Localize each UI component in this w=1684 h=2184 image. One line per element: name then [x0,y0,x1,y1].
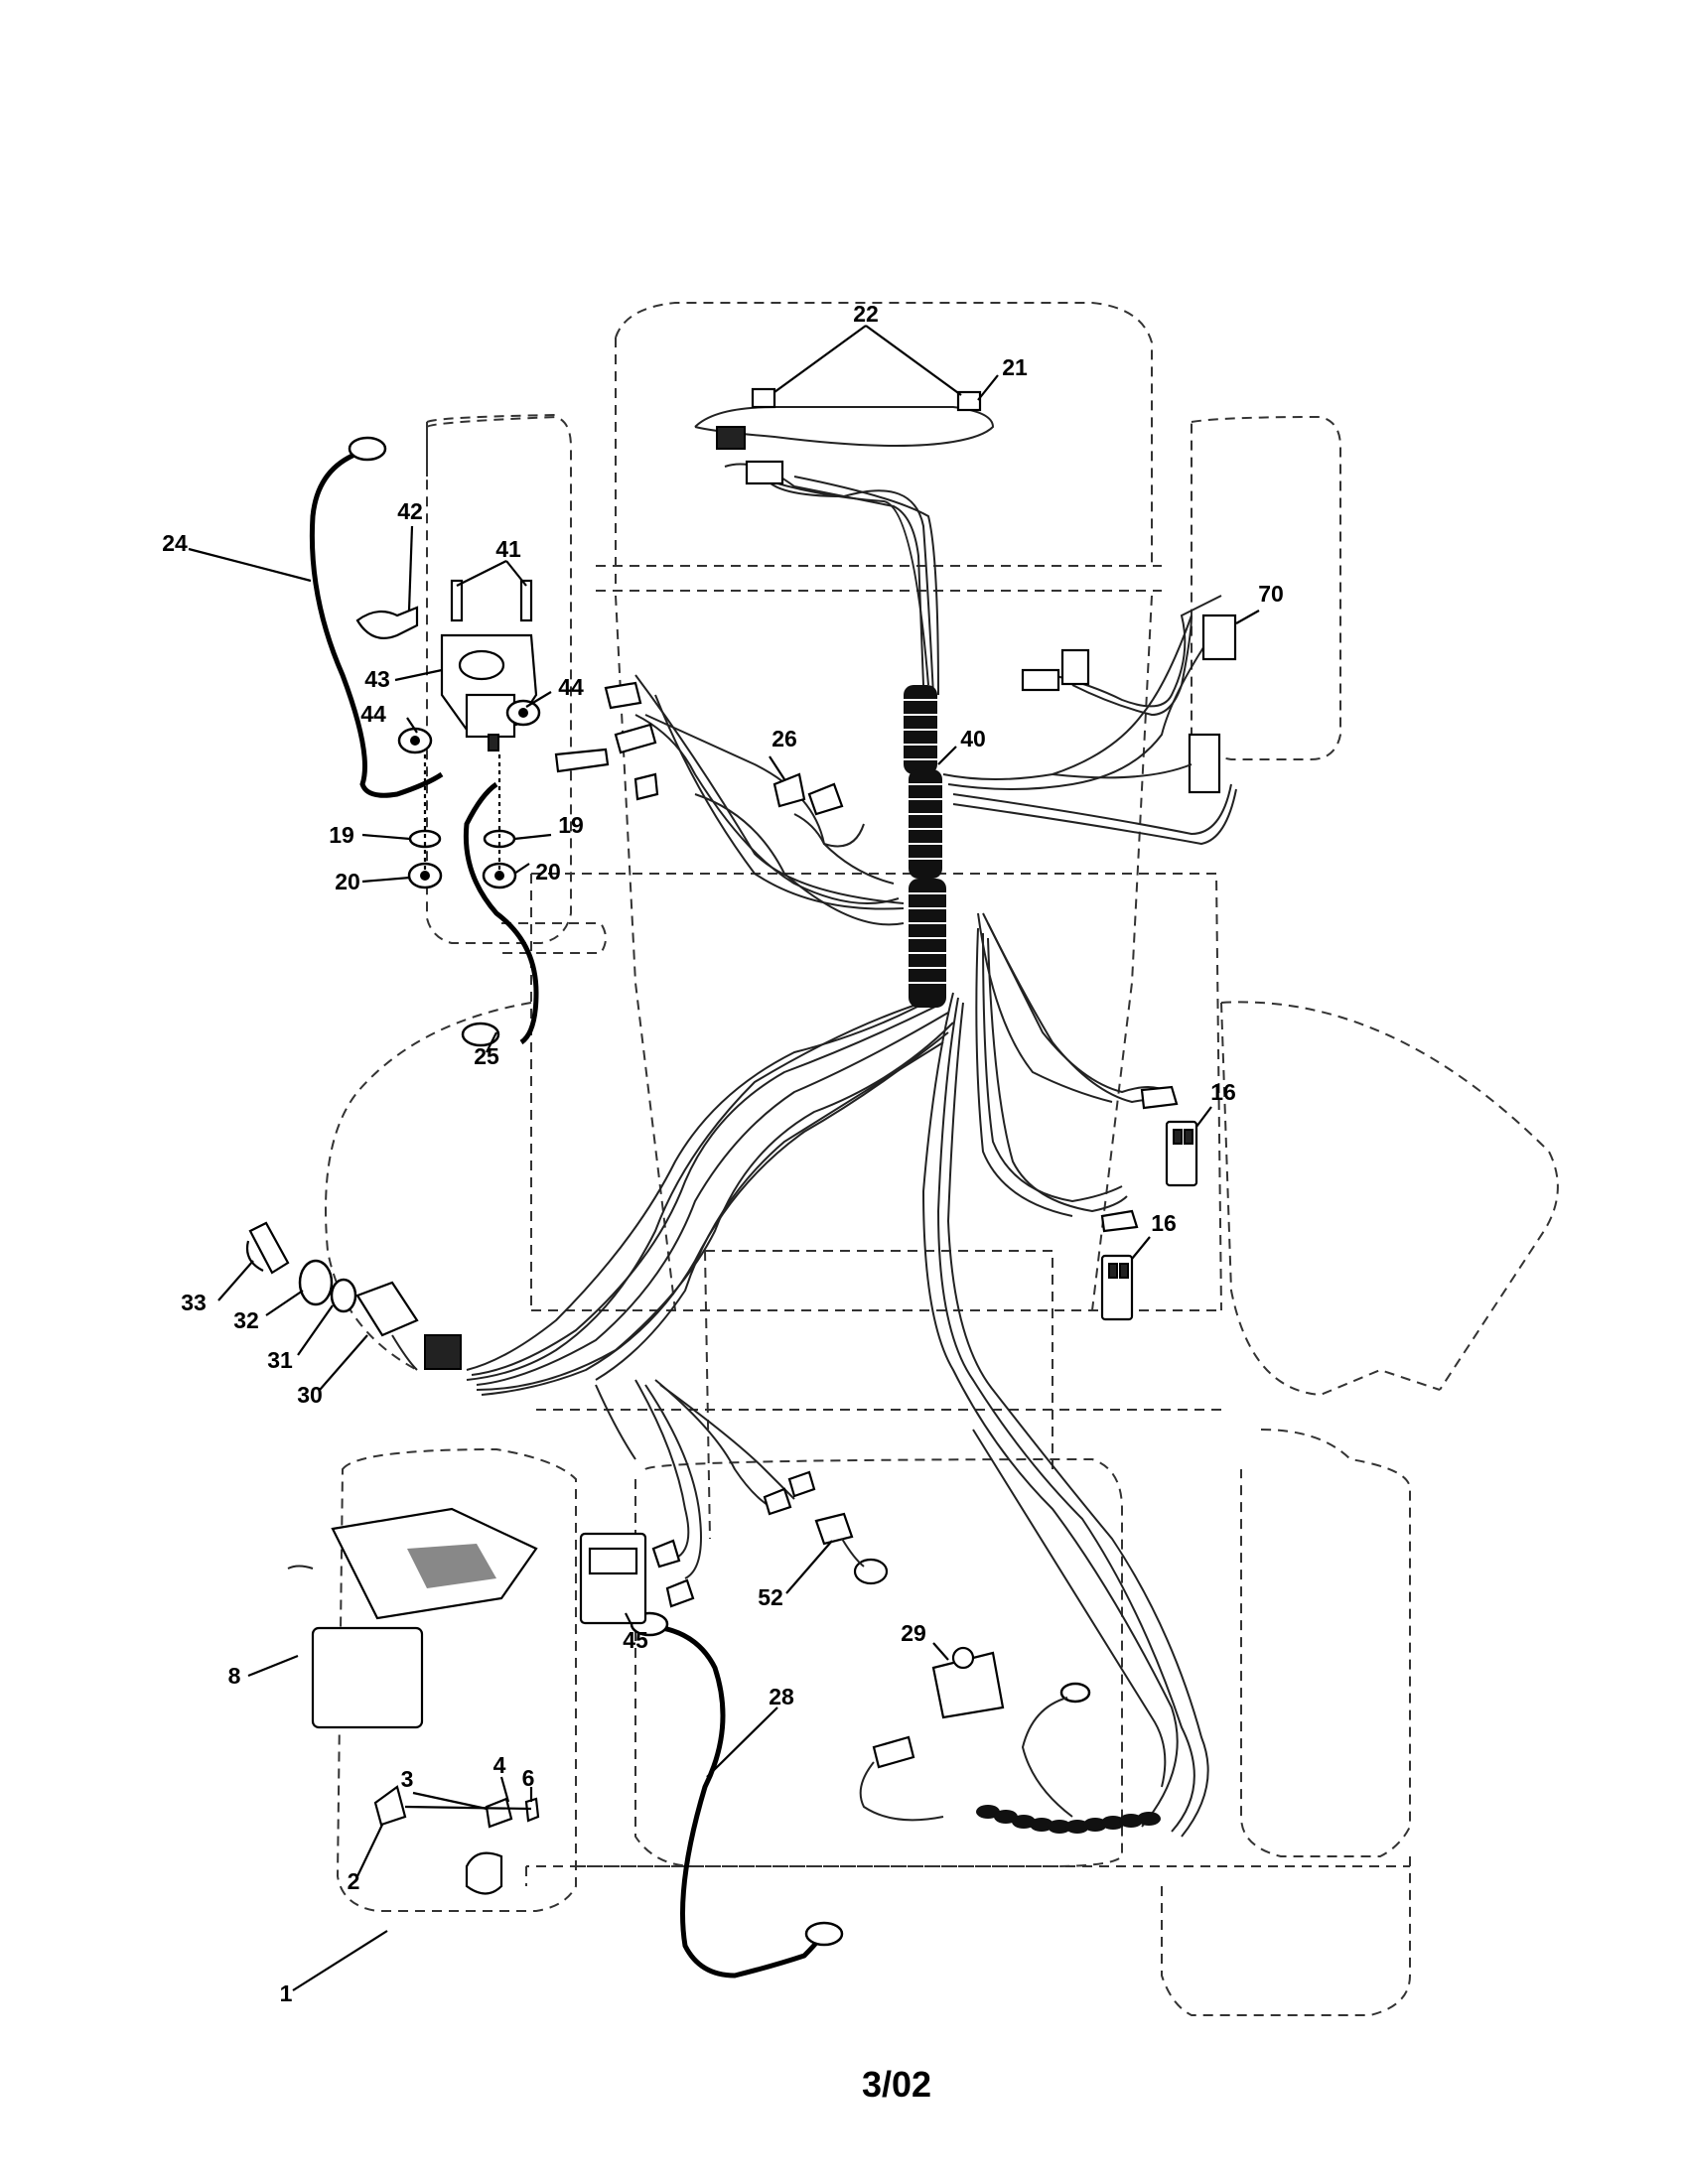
callout-20-left: 20 [335,869,360,894]
wire-harness [466,476,1237,1838]
callout-44-left: 44 [360,701,386,727]
connector-right [1188,733,1221,794]
headlight-connector [716,426,746,450]
callout-19-right: 19 [558,812,584,838]
callout-29: 29 [901,1620,926,1646]
callout-21: 21 [1002,354,1028,380]
callout-33: 33 [181,1290,207,1315]
connector-plug [1021,668,1060,692]
ignition-plug [424,1334,462,1370]
ignition-key [248,1221,290,1275]
callout-16-upper: 16 [1210,1079,1236,1105]
engine-block [287,1507,540,1895]
callout-1: 1 [280,1980,293,2006]
tractor-outline [325,302,1559,2016]
callout-24: 24 [162,530,188,556]
callout-26: 26 [772,726,797,751]
battery-cables [309,436,844,1979]
ignition-nut [330,1278,357,1313]
harness-plug [745,460,784,485]
ignition-switch [355,1281,419,1337]
callout-43: 43 [364,666,390,692]
callout-20-right: 20 [535,859,561,885]
callout-70: 70 [1258,581,1284,607]
callout-44-right: 44 [558,674,584,700]
leader-lines [188,325,1260,1991]
callout-40: 40 [960,726,986,751]
callout-8: 8 [228,1663,241,1689]
callout-32: 32 [233,1307,259,1333]
callout-42: 42 [397,498,423,524]
callout-4: 4 [493,1752,506,1778]
convoluted-tubing [904,685,946,1008]
ignition-switch-assembly [245,1221,462,1371]
connector-70 [1201,614,1237,661]
callout-31: 31 [267,1347,293,1373]
callout-6: 6 [522,1765,535,1791]
callout-labels: 22 21 24 42 41 43 44 44 19 19 20 20 25 2… [162,301,1284,2006]
connector-plug [1060,648,1090,686]
interlock-switches [1100,1085,1198,1321]
callout-22: 22 [853,301,879,327]
ignition-bezel [298,1259,334,1306]
seat-switch-harness [1021,595,1237,794]
callout-30: 30 [297,1382,323,1408]
callout-2: 2 [348,1868,360,1894]
callout-3: 3 [401,1766,414,1792]
accessory-parts [579,1470,1161,1834]
starter-bolt [373,1785,407,1827]
callout-25: 25 [474,1043,499,1069]
callout-41: 41 [495,536,521,562]
headlight-socket-right [956,390,982,412]
module-45 [579,1532,647,1625]
fuse-holder-26 [554,681,844,816]
date-code: 3/02 [862,2064,931,2105]
callout-28: 28 [769,1684,794,1709]
headlight-harness [694,387,995,686]
solenoid-assembly [355,579,541,754]
fuse-52 [814,1512,854,1546]
callout-16-lower: 16 [1151,1210,1177,1236]
callout-19-left: 19 [329,822,354,848]
headlight-socket-left [751,387,776,409]
callout-52: 52 [758,1584,783,1610]
callout-45: 45 [623,1627,648,1653]
solenoid-boot [355,606,419,639]
